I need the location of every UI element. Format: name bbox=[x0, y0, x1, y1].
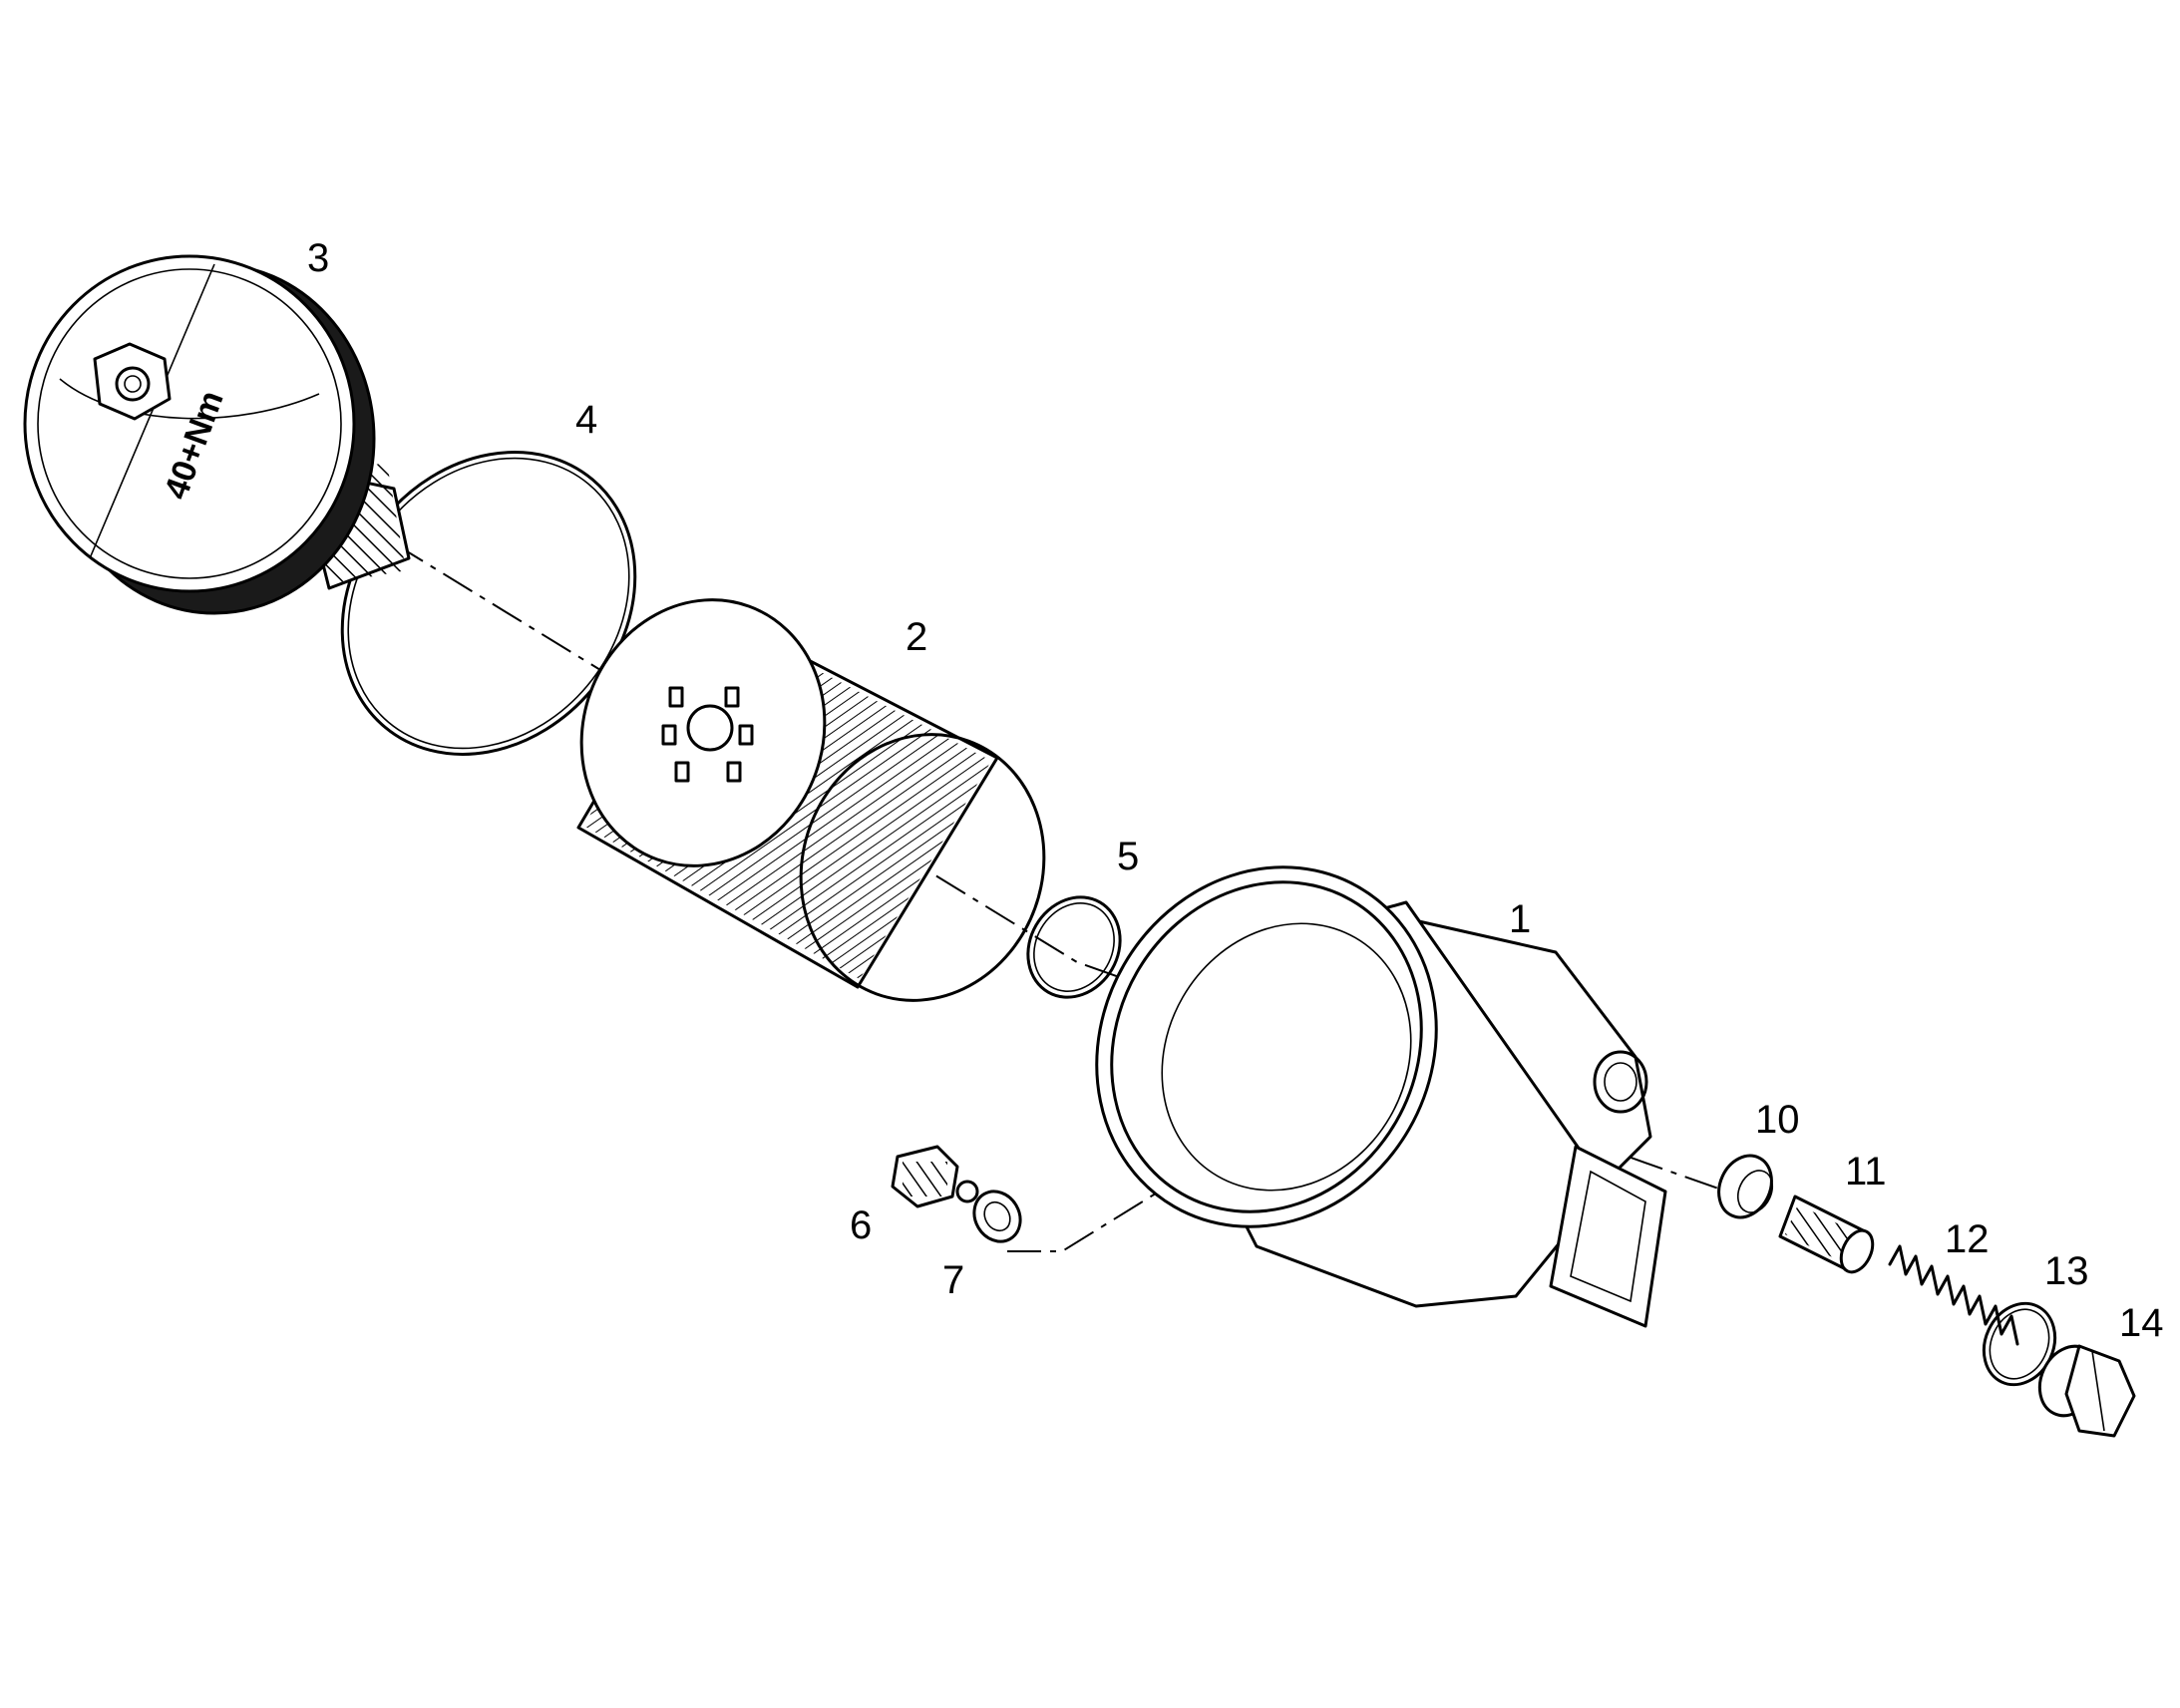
part-3-filter-cap: 40+Nm bbox=[23, 254, 411, 615]
callout-11: 11 bbox=[1845, 1150, 1887, 1194]
filter-end-tabs bbox=[661, 686, 754, 783]
part-7-seal-ring bbox=[972, 1190, 1022, 1243]
callout-13: 13 bbox=[2044, 1249, 2089, 1293]
callout-1: 1 bbox=[1509, 897, 1531, 941]
callout-2: 2 bbox=[906, 615, 927, 659]
callout-6: 6 bbox=[850, 1203, 872, 1247]
callout-3: 3 bbox=[307, 236, 329, 280]
callout-4: 4 bbox=[575, 398, 597, 442]
callout-12: 12 bbox=[1945, 1217, 1990, 1261]
callout-14: 14 bbox=[2119, 1301, 2164, 1345]
part-14-plug-screw bbox=[2037, 1344, 2136, 1438]
part-2-filter-element bbox=[576, 598, 1046, 1002]
callout-7: 7 bbox=[942, 1258, 964, 1302]
part-6-sensor bbox=[891, 1145, 979, 1208]
part-5-o-ring bbox=[1026, 895, 1122, 999]
part-11-valve-piston bbox=[1778, 1195, 1875, 1274]
callout-10: 10 bbox=[1755, 1098, 1800, 1142]
part-10-bushing bbox=[1717, 1154, 1774, 1219]
part-1-filter-housing bbox=[1095, 865, 1667, 1328]
callout-labels: 1 2 3 4 5 6 7 10 11 12 13 14 bbox=[307, 236, 2164, 1345]
callout-5: 5 bbox=[1117, 835, 1139, 878]
